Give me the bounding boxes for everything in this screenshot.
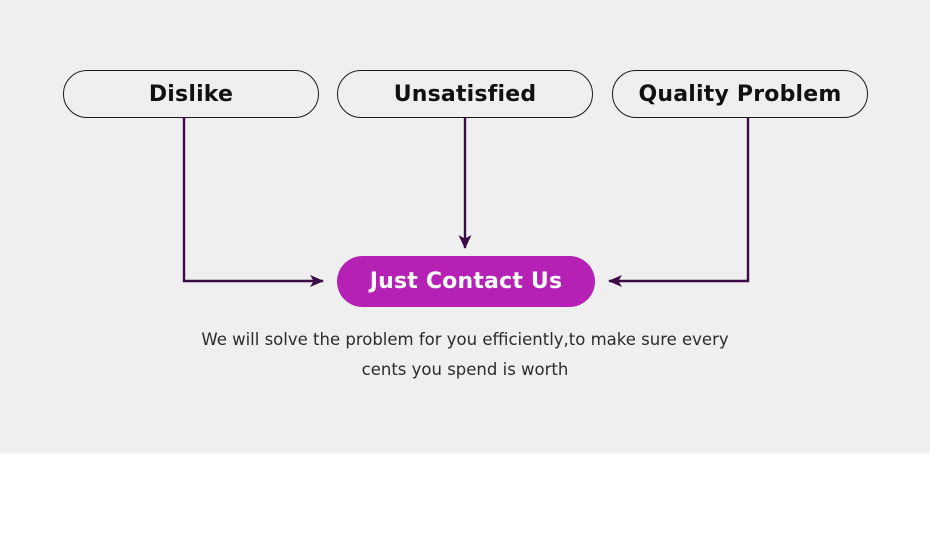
connector-dislike-to-cta xyxy=(182,118,324,287)
reason-box-unsatisfied[interactable]: Unsatisfied xyxy=(337,70,593,118)
connector-quality-to-cta xyxy=(608,118,750,287)
connector-layer xyxy=(182,118,750,287)
caption-text: We will solve the problem for you effici… xyxy=(155,325,775,385)
reason-box-dislike-label: Dislike xyxy=(148,81,234,107)
contact-us-button-label: Just Contact Us xyxy=(369,269,563,294)
reason-box-quality-problem-label: Quality Problem xyxy=(638,81,842,107)
contact-us-button[interactable]: Just Contact Us xyxy=(337,256,595,307)
reason-box-dislike[interactable]: Dislike xyxy=(63,70,319,118)
caption-line-1: We will solve the problem for you effici… xyxy=(201,330,729,349)
reason-box-unsatisfied-label: Unsatisfied xyxy=(393,81,537,107)
caption-line-2: cents you spend is worth xyxy=(361,360,569,379)
reason-box-quality-problem[interactable]: Quality Problem xyxy=(612,70,868,118)
